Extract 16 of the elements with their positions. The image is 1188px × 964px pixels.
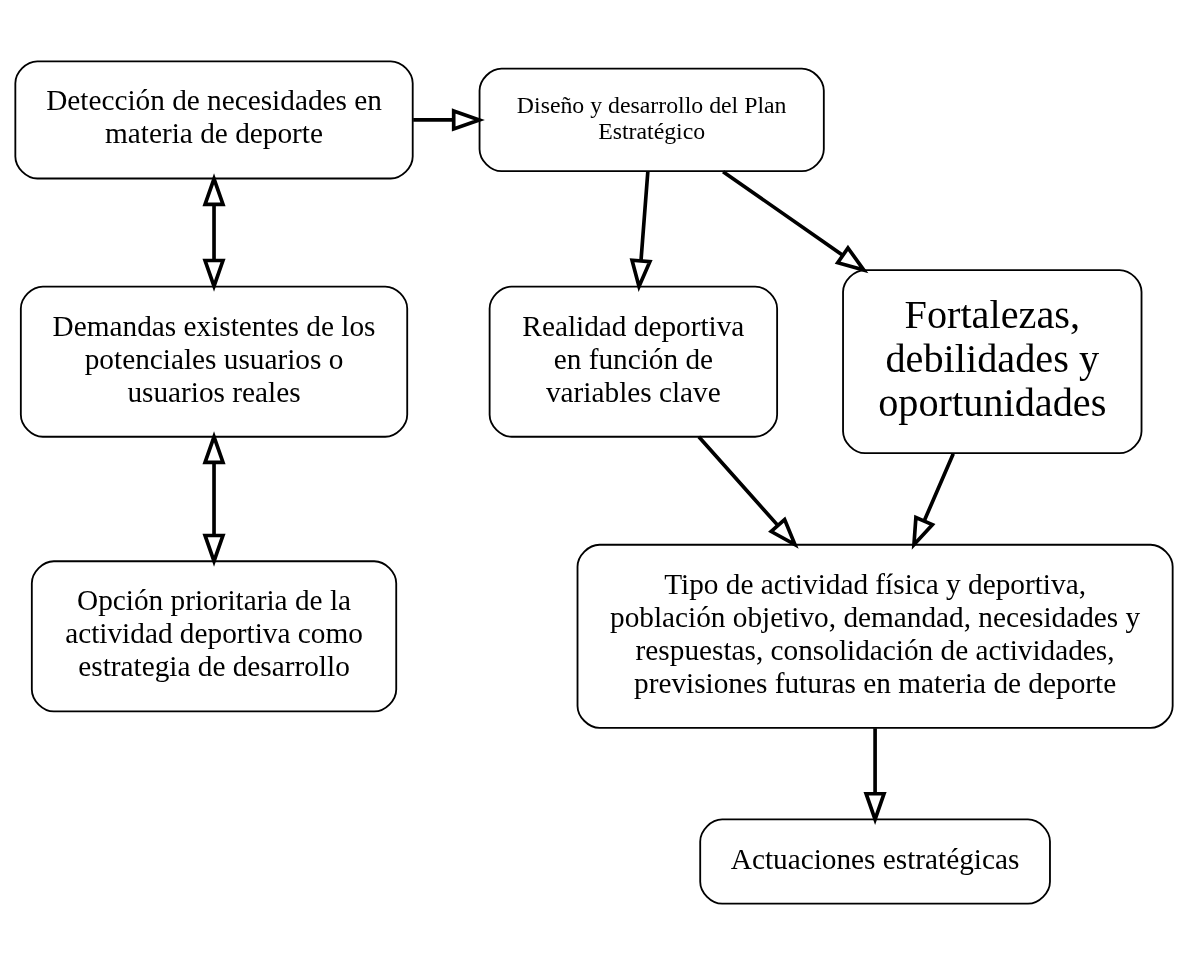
node-box: Opción prioritaria de la actividad deportiva como estrategia de desarrollo xyxy=(30,559,398,712)
node-box: Fortalezas, debilidades y oportunidades xyxy=(842,268,1143,454)
node-box: Actuaciones estratégicas xyxy=(699,818,1051,905)
arrow xyxy=(202,430,226,567)
node-box: Diseño y desarrollo del Plan Estratégico xyxy=(478,67,825,172)
arrow xyxy=(863,727,887,825)
node-box: Demandas existentes de los potenciales usuarios o usuarios reales xyxy=(19,285,409,438)
arrow xyxy=(202,172,226,292)
arrow xyxy=(413,107,485,131)
node-box: Realidad deportiva en función de variables clave xyxy=(488,285,779,438)
arrow xyxy=(722,169,869,273)
arrow xyxy=(697,435,799,549)
node-box: Tipo de actividad física y deportiva, población objetivo, demandad, necesidades y respuestas, consolidación de actividades, previsiones futuras en materia de deporte xyxy=(576,543,1174,729)
arrow xyxy=(629,171,653,292)
node-box: Detección de necesidades en materia de deporte xyxy=(14,59,414,179)
arrow xyxy=(911,452,955,550)
